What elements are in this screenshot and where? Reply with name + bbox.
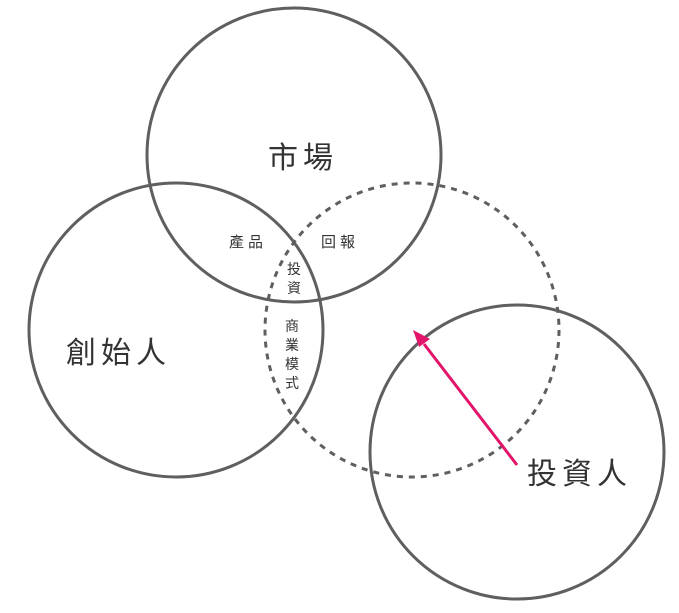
founder-label: 創始人 [66,336,171,371]
investor-arrow-line [422,343,519,466]
projected-investor-circle [263,181,561,479]
business-model-overlap-label: 商業模式 [285,319,299,392]
market-label: 市場 [268,141,338,176]
return-overlap-label: 回報 [321,233,360,251]
investor-circle [368,303,666,601]
market-circle [145,6,443,304]
investor-arrow-head [413,330,430,347]
investment-overlap-label: 投資 [287,262,301,297]
founder-circle [27,181,325,479]
product-overlap-label: 產品 [229,233,268,251]
investor-label: 投資人 [527,457,632,492]
